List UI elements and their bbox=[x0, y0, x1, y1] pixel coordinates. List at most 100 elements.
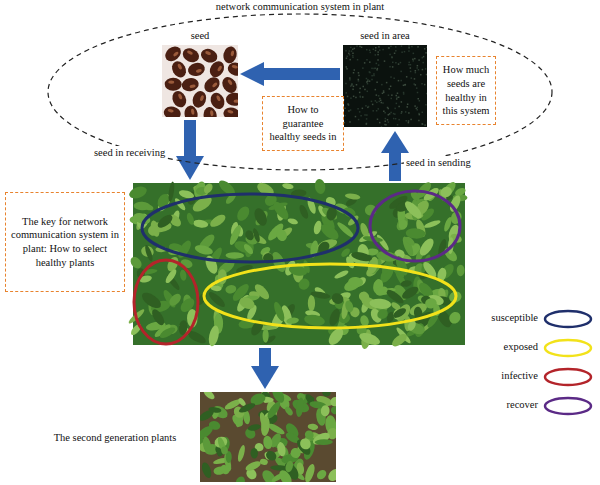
legend-swatch bbox=[542, 395, 594, 417]
leaf bbox=[202, 182, 214, 195]
leaf bbox=[242, 243, 255, 256]
seeds-picture bbox=[162, 45, 238, 117]
leaf bbox=[155, 212, 174, 230]
legend-text: exposed bbox=[478, 340, 538, 353]
flow-label: seed in receiving bbox=[92, 146, 167, 159]
leaf bbox=[303, 313, 325, 327]
leaf bbox=[164, 268, 179, 285]
leaf bbox=[314, 178, 327, 195]
leaf bbox=[128, 184, 149, 201]
leaf bbox=[391, 306, 407, 320]
note-text: How much seeds are healthy in this syste… bbox=[442, 63, 490, 118]
leaf bbox=[374, 285, 389, 298]
legend: susceptible exposed infective recover bbox=[478, 308, 596, 428]
heading-text: network communication system in plant bbox=[45, 0, 555, 14]
exposed-ring bbox=[204, 264, 456, 328]
leaf bbox=[333, 269, 349, 280]
susceptible-ring bbox=[142, 194, 358, 262]
leaf bbox=[350, 250, 372, 262]
plant-field bbox=[133, 183, 465, 345]
legend-text: recover bbox=[478, 398, 538, 411]
leaf bbox=[252, 282, 271, 302]
leaf bbox=[244, 229, 256, 242]
leaf bbox=[272, 301, 287, 323]
flow-arrow bbox=[264, 68, 340, 80]
legend-text: susceptible bbox=[478, 311, 538, 324]
infective-ring bbox=[134, 260, 198, 344]
leaf bbox=[302, 259, 311, 273]
leaf bbox=[400, 279, 412, 287]
heading-text: seed in area bbox=[330, 29, 440, 43]
leaf bbox=[344, 300, 355, 314]
leaf bbox=[310, 290, 331, 300]
leaf bbox=[318, 221, 341, 242]
legend-text: infective bbox=[478, 369, 538, 382]
note-box: How much seeds are healthy in this syste… bbox=[436, 56, 496, 125]
leaf bbox=[158, 325, 177, 340]
leaf bbox=[203, 254, 220, 275]
leaf bbox=[238, 295, 257, 311]
leaf bbox=[454, 186, 467, 197]
leaf bbox=[330, 291, 345, 306]
leaf bbox=[297, 276, 312, 291]
note-text: The key for network communication system… bbox=[11, 215, 119, 270]
leaf bbox=[192, 219, 208, 229]
gen-picture bbox=[200, 392, 336, 482]
leaf bbox=[457, 265, 465, 277]
flow-arrows bbox=[176, 120, 409, 389]
legend-row: recover bbox=[478, 395, 596, 417]
leaf bbox=[208, 212, 227, 229]
leaf bbox=[369, 298, 392, 310]
leaf bbox=[298, 204, 310, 220]
leaf bbox=[252, 206, 269, 227]
heading-text: seed bbox=[150, 29, 250, 43]
leaf bbox=[225, 252, 244, 259]
leaf bbox=[139, 290, 163, 311]
leaf bbox=[376, 307, 390, 320]
leaf bbox=[286, 317, 299, 325]
leaf bbox=[144, 244, 154, 262]
leaf bbox=[357, 290, 371, 304]
leaf bbox=[287, 217, 299, 225]
leaf bbox=[308, 295, 315, 311]
legend-swatch bbox=[542, 308, 594, 330]
leaf bbox=[402, 199, 424, 221]
dark-picture bbox=[343, 45, 427, 127]
note-text: How to guarantee healthy seeds in bbox=[268, 103, 338, 144]
legend-row: exposed bbox=[478, 337, 596, 359]
leaf bbox=[271, 199, 291, 222]
leaf bbox=[345, 193, 361, 201]
leaf bbox=[423, 219, 441, 230]
leaf bbox=[417, 236, 436, 258]
leaf bbox=[390, 332, 409, 349]
plant-leaves bbox=[127, 178, 467, 350]
leaf bbox=[207, 325, 221, 348]
leaf bbox=[263, 328, 269, 342]
leaf bbox=[275, 228, 289, 243]
leaf bbox=[147, 224, 160, 237]
leaf bbox=[235, 204, 252, 223]
leaf bbox=[185, 212, 195, 226]
legend-row: susceptible bbox=[478, 308, 596, 330]
leaf bbox=[443, 216, 453, 232]
leaf bbox=[348, 276, 364, 288]
leaf bbox=[400, 284, 420, 301]
recover-ring bbox=[370, 191, 460, 261]
leaf bbox=[167, 292, 183, 308]
leaf bbox=[397, 218, 409, 231]
note-box: The key for network communication system… bbox=[5, 192, 125, 292]
leaf bbox=[167, 181, 175, 202]
leaf bbox=[150, 307, 167, 327]
leaf bbox=[405, 227, 426, 239]
leaf bbox=[134, 201, 151, 210]
area-image: seed in area bbox=[340, 28, 430, 128]
leaf bbox=[194, 243, 214, 256]
flow-label: seed in sending bbox=[404, 156, 473, 169]
leaf bbox=[282, 182, 294, 190]
leaf bbox=[327, 307, 341, 327]
seed-image: seed bbox=[160, 28, 240, 120]
leaf bbox=[228, 224, 243, 247]
leaf bbox=[340, 247, 352, 259]
legend-swatch bbox=[542, 366, 594, 388]
legend-row: infective bbox=[478, 366, 596, 388]
